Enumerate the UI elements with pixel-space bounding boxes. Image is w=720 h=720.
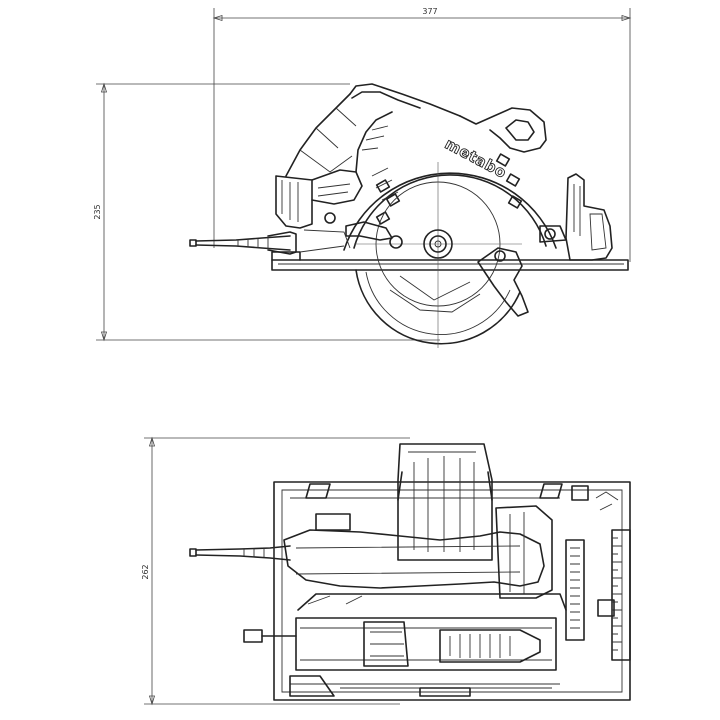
- height-dimension: 235: [93, 82, 440, 342]
- depth-lock: [324, 212, 403, 249]
- saw-blade: [354, 162, 522, 348]
- top-blade-guard: [243, 617, 557, 671]
- base-plate: [271, 251, 629, 271]
- length-dimension: 377: [212, 7, 632, 262]
- front-grip: [459, 107, 547, 153]
- height-value: 235: [93, 204, 102, 219]
- bevel-bracket: [539, 173, 613, 261]
- length-value: 377: [422, 7, 437, 16]
- arbor-nut: [423, 229, 453, 259]
- width-value: 262: [141, 564, 150, 579]
- top-handle: [283, 505, 553, 599]
- top-power-cord: [189, 545, 291, 561]
- cutting-guide-scale: [565, 485, 631, 661]
- guard-lever: [477, 247, 529, 317]
- width-dimension: 262: [141, 436, 410, 706]
- top-base-arch: [289, 593, 567, 697]
- motor-housing: [275, 83, 461, 229]
- side-view: metabo: [189, 83, 629, 348]
- top-view: [189, 443, 631, 701]
- top-motor-housing: [397, 443, 493, 561]
- top-base-plate: [273, 481, 631, 701]
- power-cord: [189, 231, 297, 255]
